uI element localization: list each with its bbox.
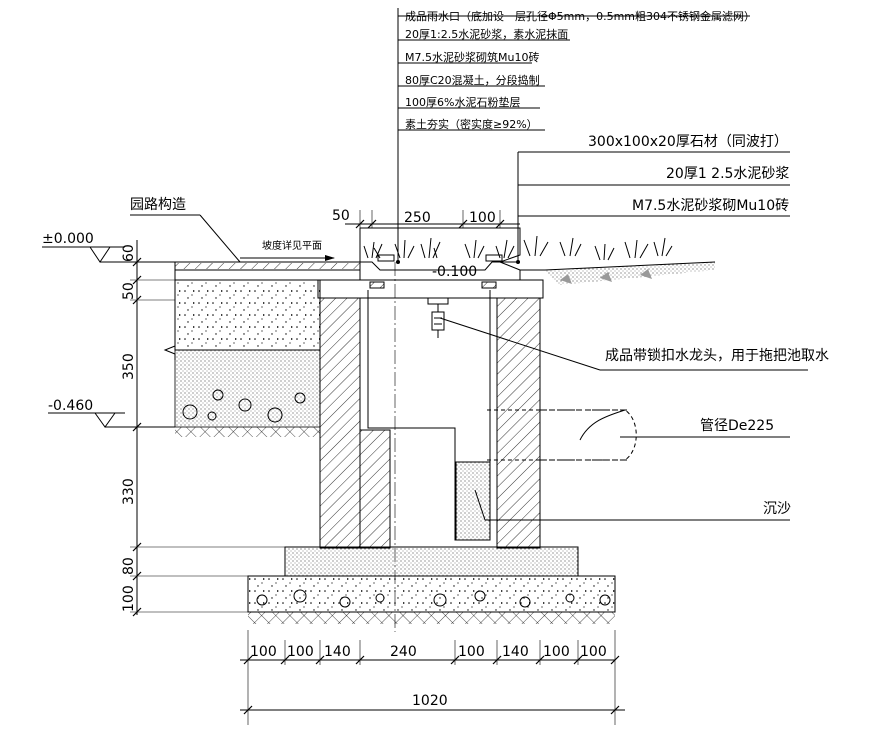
callout-brick-right: M7.5水泥砂浆砌Mu10砖 bbox=[632, 198, 789, 214]
svg-text:±0.000: ±0.000 bbox=[42, 231, 94, 247]
callout-brick: M7.5水泥砂浆砌筑Mu10砖 bbox=[405, 50, 539, 64]
road-section bbox=[163, 261, 361, 437]
slope-note: 坡度详见平面 bbox=[262, 239, 322, 252]
svg-text:100: 100 bbox=[580, 644, 607, 660]
top-callout-texts: 成品雨水口（底加设一层孔径Φ5mm，0.5mm粗304不锈钢金属滤网） 20厚1… bbox=[405, 9, 755, 131]
svg-text:50: 50 bbox=[332, 208, 350, 224]
svg-text:50: 50 bbox=[121, 282, 137, 300]
callout-soil: 素土夯实（密实度≥92%） bbox=[405, 117, 538, 131]
total-width: 1020 bbox=[412, 693, 448, 709]
top-dimensions: 50 250 100 bbox=[332, 208, 520, 229]
svg-text:100: 100 bbox=[543, 644, 570, 660]
sand-label: 沉沙 bbox=[763, 501, 791, 517]
sand-group: 沉沙 bbox=[474, 489, 791, 521]
svg-text:330: 330 bbox=[121, 478, 137, 505]
right-callout-texts: 300x100x20厚石材（同波打） 20厚1 2.5水泥砂浆 M7.5水泥砂浆… bbox=[588, 133, 789, 214]
callout-mortar-face: 20厚1:2.5水泥砂浆，素水泥抹面 bbox=[405, 27, 568, 41]
callout-stone: 300x100x20厚石材（同波打） bbox=[588, 133, 788, 150]
callout-rain-inlet: 成品雨水口（底加设一层孔径Φ5mm，0.5mm粗304不锈钢金属滤网） bbox=[405, 9, 755, 23]
svg-text:60: 60 bbox=[121, 244, 137, 262]
faucet-fixture: 成品带锁扣水龙头，用于拖把池取水 bbox=[427, 297, 829, 371]
svg-text:100: 100 bbox=[250, 644, 277, 660]
inlet-top: -0.100 bbox=[359, 227, 716, 285]
pipe-label: 管径De225 bbox=[700, 418, 774, 434]
faucet-label: 成品带锁扣水龙头，用于拖把池取水 bbox=[605, 348, 829, 364]
svg-text:100: 100 bbox=[458, 644, 485, 660]
callout-cushion: 100厚6%水泥石粉垫层 bbox=[405, 95, 520, 109]
svg-text:-0.460: -0.460 bbox=[48, 398, 93, 414]
top-callout-leaders bbox=[396, 8, 750, 264]
road-label: 园路构造 bbox=[130, 197, 186, 213]
chamber-walls bbox=[317, 279, 544, 549]
bottom-dimensions: 100 100 140 240 100 140 100 100 1020 bbox=[240, 630, 625, 725]
callout-concrete: 80厚C20混凝土，分段捣制 bbox=[405, 73, 540, 87]
vertical-dimension-chain: 60 50 350 330 80 100 bbox=[121, 240, 290, 617]
elevation-top-inner: -0.100 bbox=[432, 264, 477, 280]
elevation-lower: -0.460 bbox=[48, 398, 175, 428]
svg-text:350: 350 bbox=[121, 353, 137, 380]
svg-text:100: 100 bbox=[469, 210, 496, 226]
svg-text:80: 80 bbox=[121, 557, 137, 575]
svg-text:100: 100 bbox=[121, 585, 137, 612]
svg-text:100: 100 bbox=[287, 644, 314, 660]
outlet-pipe: 管径De225 bbox=[487, 409, 790, 461]
svg-text:140: 140 bbox=[502, 644, 529, 660]
svg-text:240: 240 bbox=[390, 644, 417, 660]
road-label-group: 园路构造 坡度详见平面 bbox=[130, 197, 335, 263]
elevation-zero: ±0.000 bbox=[42, 231, 175, 263]
right-callout-leaders bbox=[516, 151, 790, 264]
callout-mortar: 20厚1 2.5水泥砂浆 bbox=[666, 166, 789, 182]
foundation bbox=[247, 546, 616, 624]
svg-text:250: 250 bbox=[404, 210, 431, 226]
svg-text:140: 140 bbox=[324, 644, 351, 660]
